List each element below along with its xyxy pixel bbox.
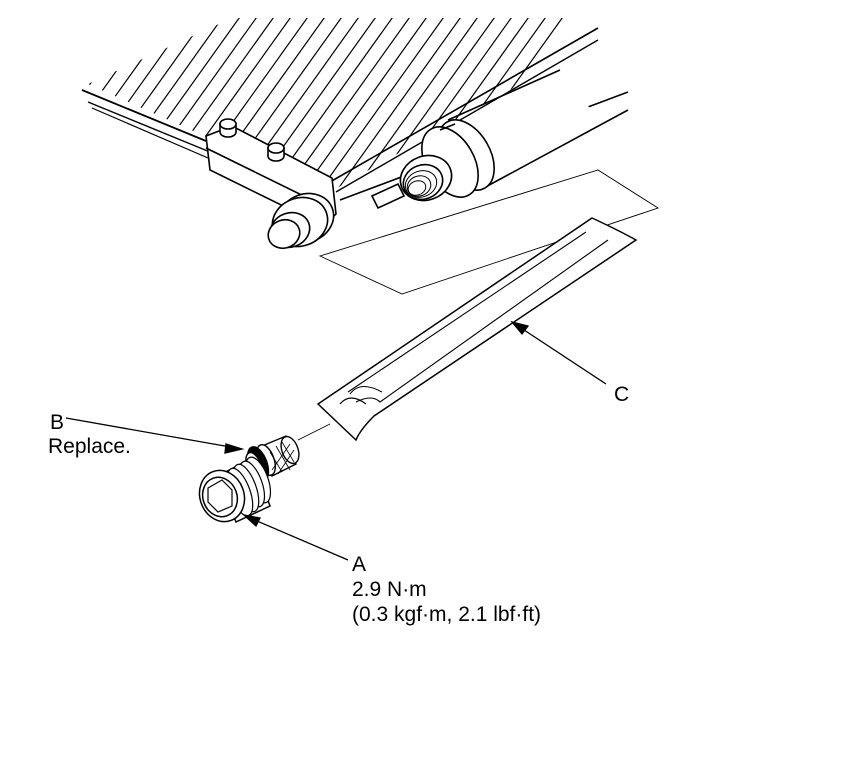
leader-lines xyxy=(65,320,607,561)
label-b-note: Replace. xyxy=(48,435,131,458)
condenser-fin xyxy=(88,18,202,192)
install-location-outline xyxy=(318,169,660,295)
assembly-axis-line xyxy=(297,423,331,441)
condenser-fin xyxy=(88,18,168,192)
label-c-letter: C xyxy=(614,383,630,406)
inlet-fitting xyxy=(267,192,335,250)
condenser-fin xyxy=(88,18,236,192)
label-a-letter: A xyxy=(352,553,367,576)
filter-mesh xyxy=(269,441,295,475)
thread-rings xyxy=(404,170,438,198)
leader-a xyxy=(249,517,349,561)
arrowhead-a xyxy=(241,513,261,528)
label-a-torque: 2.9 N·m xyxy=(352,578,427,601)
leader-b xyxy=(65,417,237,449)
condenser-fin xyxy=(88,18,219,192)
condenser-fin xyxy=(88,18,151,192)
label-a-torque-alt: (0.3 kgf·m, 2.1 lbf·ft) xyxy=(352,603,542,626)
arrowhead-b xyxy=(224,443,245,454)
cap-plug-a xyxy=(198,456,272,524)
condenser-fin xyxy=(305,18,457,192)
arrowhead-c xyxy=(510,320,530,336)
condenser-fin xyxy=(88,18,185,192)
condenser-fin xyxy=(322,18,474,192)
receiver-dryer-tube xyxy=(399,69,629,202)
leader-c xyxy=(517,325,607,385)
label-b-letter: B xyxy=(50,411,65,434)
desiccant-bag-c xyxy=(316,217,638,442)
